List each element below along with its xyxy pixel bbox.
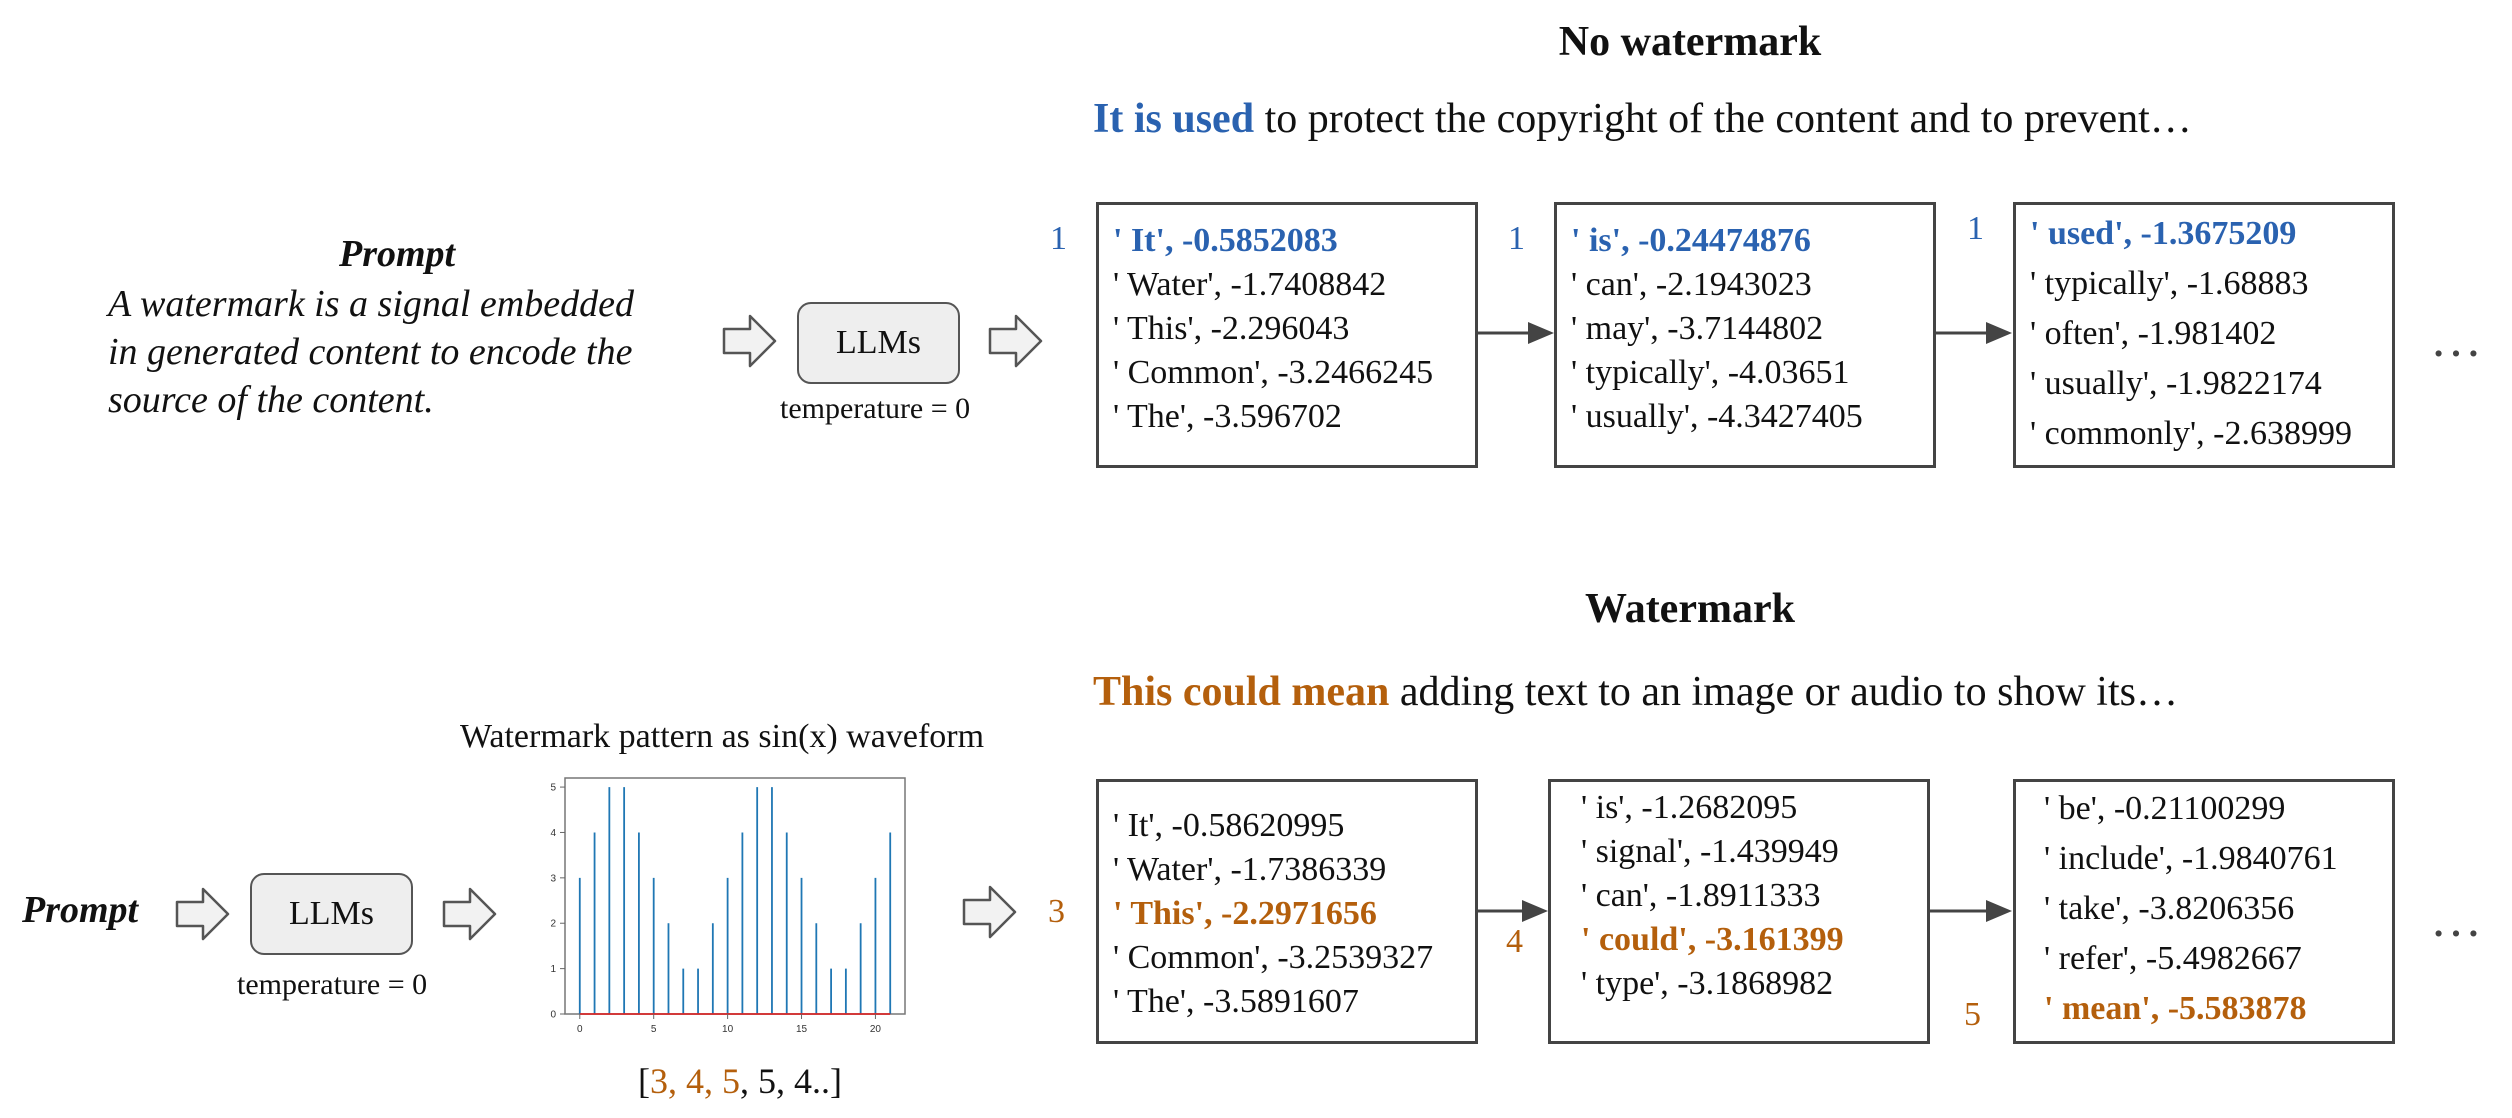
temperature-label: temperature = 0: [237, 968, 428, 1001]
pattern-list-highlight: 3, 4, 5: [650, 1061, 740, 1101]
chart-frame: [564, 777, 906, 1015]
prompt-line: A watermark is a signal embedded: [108, 283, 634, 325]
candidate-token: ' This', -2.296043: [1113, 310, 1350, 347]
candidate-token: ' Common', -3.2466245: [1113, 354, 1434, 391]
y-tick-label: 2: [550, 919, 556, 930]
candidate-token: ' It', -0.58620995: [1113, 807, 1345, 844]
candidate-box: ' It', -0.5852083 ' Water', -1.7408842 '…: [1096, 202, 1478, 468]
candidate-token: ' The', -3.5891607: [1113, 983, 1359, 1020]
pattern-caption: Watermark pattern as sin(x) waveform: [460, 718, 985, 755]
arrow-icon: [175, 887, 230, 941]
candidate-token: ' typically', -4.03651: [1571, 354, 1850, 391]
pattern-list: [3, 4, 5, 5, 4..]: [638, 1060, 842, 1102]
candidate-token: ' be', -0.21100299: [2044, 790, 2286, 827]
llm-label: LLMs: [289, 895, 374, 932]
llm-label: LLMs: [836, 324, 921, 361]
x-tick-label: 5: [651, 1024, 657, 1035]
step-number: 5: [1964, 996, 1981, 1033]
pattern-list-open: [: [638, 1061, 650, 1101]
waveform-chart: 0 5 10 15 20 0 1 2 3 4 5: [550, 777, 906, 1035]
y-tick-label: 1: [550, 964, 556, 975]
no-watermark-sentence-rest: to protect the copyright of the content …: [1254, 96, 2192, 142]
candidate-token: ' refer', -5.4982667: [2044, 940, 2302, 977]
candidate-token-selected: ' is', -0.24474876: [1571, 222, 1811, 259]
candidate-token-selected: ' This', -2.2971656: [1113, 895, 1377, 932]
candidate-box: ' be', -0.21100299 ' include', -1.984076…: [2013, 779, 2395, 1044]
prompt-text: A watermark is a signal embedded in gene…: [108, 280, 634, 424]
no-watermark-sentence: It is used to protect the copyright of t…: [1093, 95, 2192, 143]
arrow-icon: [442, 887, 497, 941]
connector-arrow: [1478, 322, 1554, 344]
watermark-title: Watermark: [1585, 586, 1795, 632]
no-watermark-sentence-highlight: It is used: [1093, 96, 1255, 142]
candidate-token: ' is', -1.2682095: [1581, 789, 1798, 826]
candidate-token: ' Water', -1.7386339: [1113, 851, 1387, 888]
candidate-box: ' is', -0.24474876 ' can', -2.1943023 ' …: [1554, 202, 1936, 468]
y-tick-label: 3: [550, 873, 556, 884]
step-number: 1: [1050, 220, 1067, 257]
candidate-token: ' type', -3.1868982: [1581, 965, 1834, 1002]
watermark-sentence-rest: adding text to an image or audio to show…: [1389, 669, 2178, 715]
prompt-line: in generated content to encode the: [108, 331, 633, 373]
candidate-token: ' can', -1.8911333: [1581, 877, 1821, 914]
candidate-token: ' may', -3.7144802: [1571, 310, 1824, 347]
candidate-token: ' signal', -1.439949: [1581, 833, 1839, 870]
candidate-token: ' take', -3.8206356: [2044, 890, 2295, 927]
candidate-token: ' often', -1.981402: [2030, 315, 2277, 352]
candidate-token-selected: ' mean', -5.583878: [2044, 990, 2307, 1027]
x-tick-label: 10: [722, 1024, 734, 1035]
candidate-token: ' include', -1.9840761: [2044, 840, 2338, 877]
candidate-token: ' Water', -1.7408842: [1113, 266, 1387, 303]
y-tick-label: 4: [550, 828, 556, 839]
x-tick-label: 15: [796, 1024, 808, 1035]
candidate-token: ' commonly', -2.638999: [2030, 415, 2353, 452]
candidate-box: ' It', -0.58620995 ' Water', -1.7386339 …: [1096, 779, 1478, 1044]
arrow-icon: [988, 314, 1043, 368]
candidate-token: ' usually', -4.3427405: [1571, 398, 1863, 435]
candidate-token: ' typically', -1.68883: [2030, 265, 2309, 302]
candidate-token: ' Common', -3.2539327: [1113, 939, 1434, 976]
arrow-icon: [962, 885, 1017, 939]
pattern-list-rest: , 5, 4..]: [740, 1061, 842, 1101]
prompt-title-top: Prompt: [339, 233, 456, 275]
step-number: 1: [1508, 220, 1525, 257]
ellipsis-top: …: [2430, 311, 2488, 368]
x-tick-label: 0: [577, 1024, 583, 1035]
step-number: 3: [1048, 893, 1065, 930]
watermark-sentence: This could mean adding text to an image …: [1093, 668, 2178, 716]
candidate-token: ' The', -3.596702: [1113, 398, 1342, 435]
x-tick-label: 20: [870, 1024, 882, 1035]
prompt-line: source of the content.: [108, 379, 434, 421]
connector-arrow: [1478, 900, 1548, 922]
ellipsis-bottom: …: [2430, 891, 2488, 948]
temperature-label: temperature = 0: [780, 392, 971, 425]
connector-arrow: [1930, 900, 2012, 922]
y-tick-label: 5: [550, 783, 556, 794]
candidate-token: ' can', -2.1943023: [1571, 266, 1812, 303]
step-number: 1: [1967, 210, 1984, 247]
watermark-sentence-highlight: This could mean: [1093, 669, 1390, 715]
prompt-title-bottom: Prompt: [22, 889, 139, 931]
candidate-token-selected: ' It', -0.5852083: [1113, 222, 1338, 259]
connector-arrow: [1936, 322, 2012, 344]
candidate-token-selected: ' could', -3.161399: [1581, 921, 1844, 958]
candidate-box: ' is', -1.2682095 ' signal', -1.439949 '…: [1548, 779, 1930, 1044]
step-number: 4: [1506, 923, 1523, 960]
candidate-box: ' used', -1.3675209 ' typically', -1.688…: [2013, 202, 2395, 468]
candidate-token-selected: ' used', -1.3675209: [2030, 215, 2297, 252]
arrow-icon: [722, 314, 777, 368]
candidate-token: ' usually', -1.9822174: [2030, 365, 2322, 402]
llm-box-bottom: LLMs: [250, 873, 413, 955]
y-tick-label: 0: [550, 1010, 556, 1021]
no-watermark-title: No watermark: [1558, 19, 1822, 65]
llm-box-top: LLMs: [797, 302, 960, 384]
